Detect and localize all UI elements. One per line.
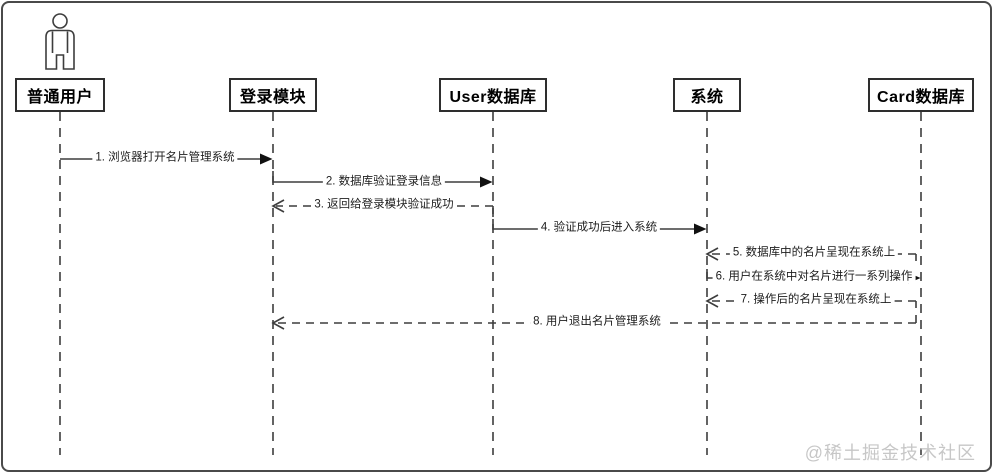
lifeline-box-system: 系统 [673,78,741,112]
message-2-label: 2. 数据库验证登录信息 [322,175,446,189]
lifeline-box-ordinary-user: 普通用户 [15,78,105,112]
message-3-arrow [271,199,494,216]
message-5-label: 5. 数据库中的名片呈现在系统上 [729,246,899,260]
message-3-label: 3. 返回给登录模块验证成功 [311,198,457,212]
message-6-label: 6. 用户在系统中对名片进行一系列操作 [712,270,916,284]
message-1-label: 1. 浏览器打开名片管理系统 [92,151,238,165]
message-4-label: 4. 验证成功后进入系统 [537,221,661,235]
lifeline-box-card-database: Card数据库 [868,78,974,112]
actor-icon [45,13,75,70]
lifeline-box-login-module: 登录模块 [229,78,317,112]
watermark: @稀土掘金技术社区 [804,443,976,463]
message-7-label: 7. 操作后的名片呈现在系统上 [737,293,895,307]
message-8-label: 8. 用户退出名片管理系统 [530,315,664,329]
message-8-arrow [271,315,917,330]
lifeline-box-user-database: User数据库 [439,78,547,112]
